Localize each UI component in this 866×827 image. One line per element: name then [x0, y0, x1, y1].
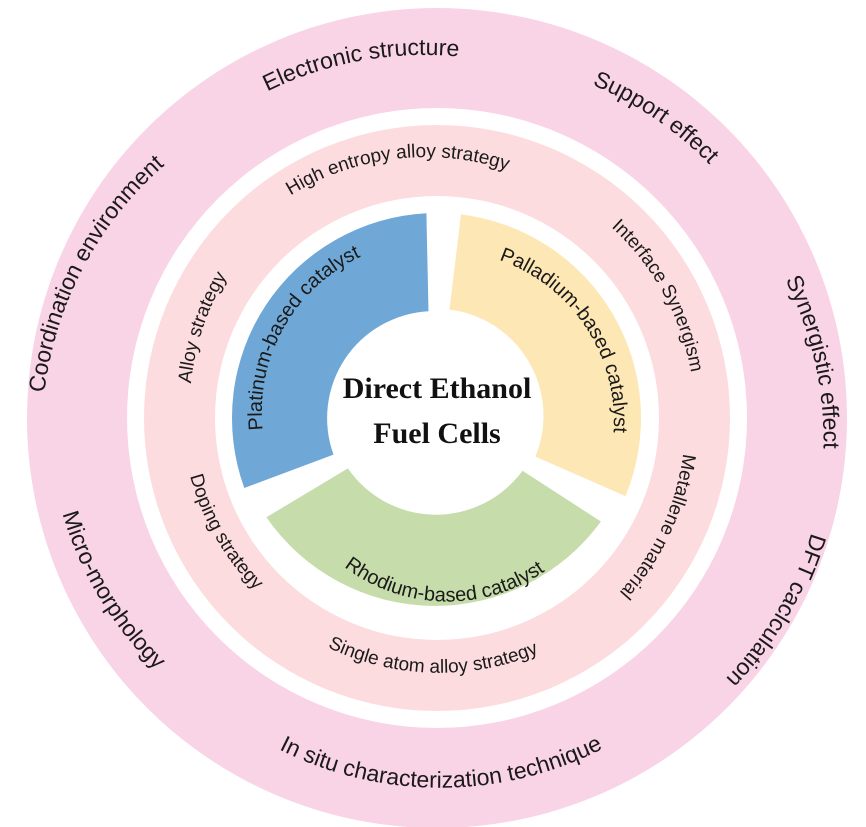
platinum-segment	[231, 213, 429, 489]
center-title-line2: Fuel Cells	[373, 417, 501, 450]
center-title-line1: Direct Ethanol	[343, 372, 532, 405]
palladium-segment	[449, 214, 642, 497]
rhodium-segment	[266, 468, 601, 606]
